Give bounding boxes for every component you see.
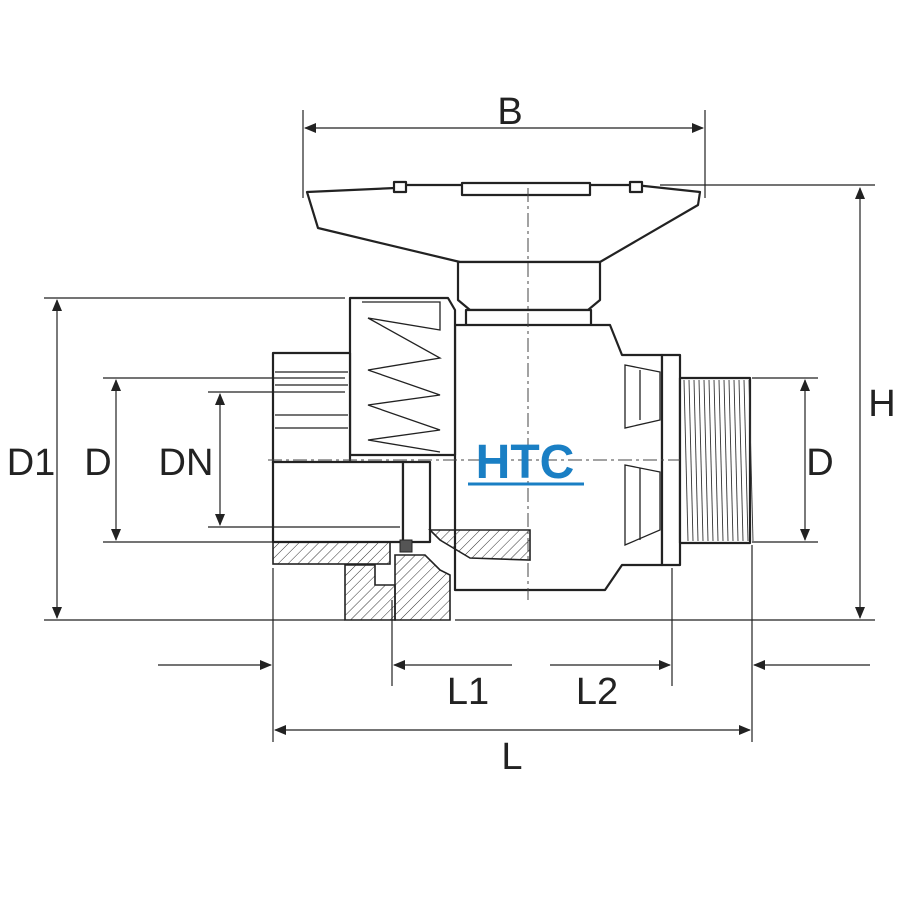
thread-line (728, 379, 734, 542)
thread-line (683, 379, 689, 542)
thread-line (718, 379, 724, 542)
thread-line (713, 379, 719, 542)
extension-lines (44, 110, 875, 742)
label-d-left: D (84, 442, 111, 484)
label-dn: DN (159, 442, 214, 484)
brand-logo: HTC (468, 436, 584, 489)
label-d-right: D (806, 442, 833, 484)
label-b: B (497, 91, 522, 133)
label-h: H (868, 383, 895, 425)
thread-line (738, 379, 744, 542)
thread-line (748, 379, 754, 542)
thread-line (703, 379, 709, 542)
thread-line (693, 379, 699, 542)
label-l2: L2 (576, 671, 618, 713)
thread-line (723, 379, 729, 542)
thread-line (688, 379, 694, 542)
thread-line (743, 379, 749, 542)
label-l1: L1 (447, 671, 489, 713)
union-nut (348, 296, 457, 457)
thread-line (708, 379, 714, 542)
label-l: L (501, 736, 522, 778)
label-d1: D1 (7, 442, 56, 484)
dimension-arrows (52, 123, 870, 735)
centre-lines (268, 188, 680, 600)
section-view (271, 460, 531, 621)
logo-text: HTC (476, 436, 575, 489)
thread-line (698, 379, 704, 542)
thread-line (733, 379, 739, 542)
socket-end (271, 351, 352, 465)
